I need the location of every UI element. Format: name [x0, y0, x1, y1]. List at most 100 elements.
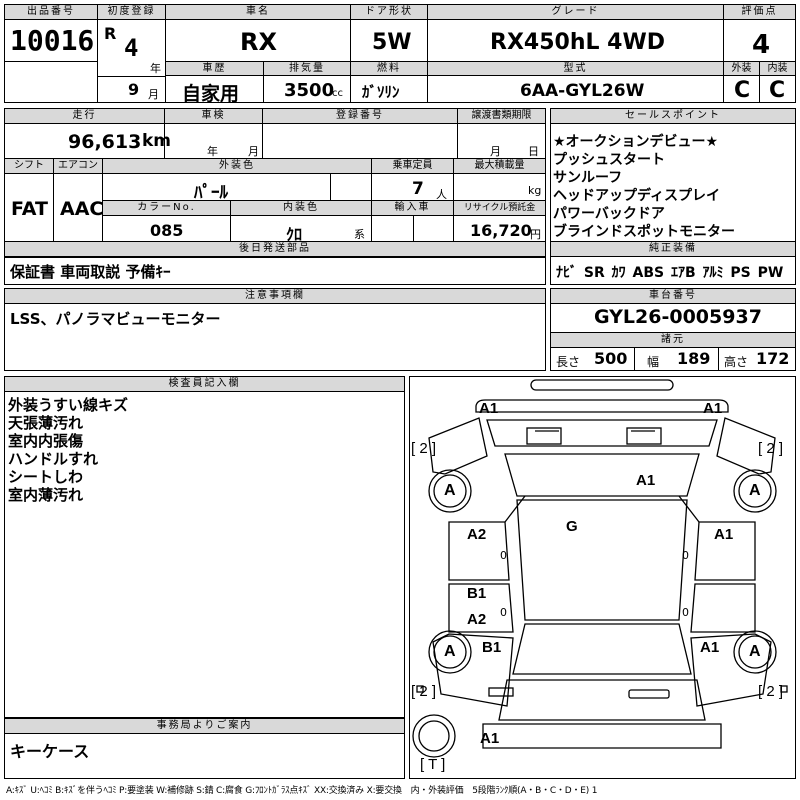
legend: A:ｷｽﾞ U:ﾍｺﾐ B:ｷｽﾞを伴うﾍｺﾐ P:要塗装 W:補修跡 S:錆 …: [6, 786, 598, 796]
capacity-unit: 人: [436, 188, 447, 201]
capacity: 7: [412, 179, 424, 199]
door-type: 5W: [372, 30, 412, 55]
sales-label: セールスポイント: [551, 109, 795, 124]
wheel-rr: A: [749, 643, 761, 660]
inspector-line: 外装うすい線キズ: [8, 396, 129, 414]
inspector-label: 検査員記入欄: [5, 377, 404, 392]
chassis-label: 車台番号: [551, 289, 795, 304]
lot-label: 出品番号: [5, 5, 97, 20]
equip-item: ﾅﾋﾞ: [556, 265, 577, 281]
sales-line: ★オークションデビュー★: [553, 134, 719, 150]
int-label: 内装: [760, 62, 795, 76]
wheel-fr: A: [749, 482, 761, 499]
transfer-day: 日: [528, 145, 539, 158]
displacement: 3500: [284, 80, 335, 101]
recycle: 16,720: [470, 221, 532, 240]
later-parts: 保証書 車両取説 予備ｷｰ: [10, 263, 171, 281]
car-diagram: [412, 379, 788, 758]
rear-right-mark: A1: [700, 639, 720, 656]
equip-item: SR: [583, 265, 605, 281]
shift: FAT: [11, 198, 48, 220]
int-grade: C: [769, 78, 786, 103]
height-label: 高さ: [724, 355, 749, 369]
score: 4: [752, 30, 771, 60]
equip-list: ﾅﾋﾞ SR ｶﾜ ABS ｴｱB ｱﾙﾐ PS PW: [556, 262, 783, 282]
era: R: [104, 24, 117, 43]
mileage: 96,613: [68, 131, 142, 153]
ac: AAC: [60, 198, 104, 220]
ext-color-label: 外装色: [103, 159, 371, 174]
inspector-block: [4, 376, 405, 718]
equip-item: ｶﾜ: [611, 265, 626, 281]
rear-left-mark: B1: [482, 639, 502, 656]
ac-label: エアコン: [54, 159, 102, 174]
int-color-label: 内装色: [231, 201, 371, 216]
ext-label: 外装: [724, 62, 759, 76]
score-label: 評価点: [724, 5, 795, 20]
reg-no-label: 登録番号: [263, 109, 457, 124]
notes-text: LSS、パノラマビューモニター: [10, 310, 221, 328]
header-block: [4, 4, 796, 103]
tire-fl: [ 2 ]: [411, 440, 437, 457]
name-label: 車名: [166, 5, 350, 20]
transfer-month: 月: [490, 145, 501, 158]
int-color-unit: 系: [354, 228, 365, 241]
mileage-unit: km: [142, 131, 172, 151]
equip-label: 純正装備: [551, 242, 795, 257]
zero-mark: 0: [682, 606, 689, 619]
height: 172: [756, 349, 790, 368]
equip-item: ｱﾙﾐ: [702, 265, 724, 281]
inspection-year: 年: [207, 145, 218, 158]
displacement-label: 排気量: [264, 62, 350, 76]
transfer-label: 譲渡書類期限: [458, 109, 545, 124]
reg-month: 9: [128, 80, 140, 99]
month-unit: 月: [148, 88, 159, 101]
door-rl-mark-2: A2: [467, 611, 487, 628]
sales-line: ブラインドスポットモニター: [553, 224, 735, 240]
wheel-rl: A: [444, 643, 456, 660]
rear-bumper-mark: A1: [480, 730, 500, 747]
tire-rl: [ 2 ]: [411, 683, 437, 700]
load-unit: kg: [528, 184, 542, 197]
grade-label: グレード: [428, 5, 723, 20]
load-label: 最大積載量: [454, 159, 545, 174]
chassis-number: GYL26-0005937: [594, 306, 762, 328]
mileage-label: 走行: [5, 109, 164, 124]
length-label: 長さ: [556, 355, 581, 369]
door-label: ドア形状: [351, 5, 427, 20]
door-rl-mark-1: B1: [467, 585, 487, 602]
equip-item: PS: [730, 265, 751, 281]
spec-label: 諸元: [551, 333, 795, 348]
door-fl-mark: A2: [467, 526, 487, 543]
inspector-line: 室内内張傷: [8, 432, 84, 450]
door-fr-mark: A1: [714, 526, 734, 543]
color-no: 085: [150, 221, 184, 240]
year-unit: 年: [150, 62, 161, 75]
history-label: 車歴: [166, 62, 263, 76]
history: 自家用: [182, 83, 240, 105]
length: 500: [594, 349, 628, 368]
inspector-line: 天張薄汚れ: [8, 414, 84, 432]
notes-label: 注意事項欄: [5, 289, 545, 304]
inspection-month: 月: [248, 145, 259, 158]
lot-number: 10016: [10, 24, 95, 57]
ext-grade: C: [734, 78, 751, 103]
later-label: 後日発送部品: [5, 242, 545, 257]
inspector-line: ハンドルすれ: [8, 450, 99, 468]
chassis-block: [550, 288, 796, 371]
import-label: 輸入車: [372, 201, 453, 216]
equip-item: ｴｱB: [670, 265, 696, 281]
width-label: 幅: [647, 355, 660, 369]
grade: RX450hL 4WD: [490, 30, 666, 55]
int-color: ｸﾛ: [286, 225, 303, 244]
tire-rr: [ 2 ]: [758, 683, 784, 700]
zero-mark: 0: [500, 606, 507, 619]
front-right-mark: A1: [703, 400, 723, 417]
first-reg-label: 初度登録: [98, 5, 165, 20]
car-diagram-frame: [409, 376, 796, 779]
front-left-mark: A1: [479, 400, 499, 417]
ext-color: ﾊﾟｰﾙ: [194, 183, 228, 203]
center-mark: G: [566, 518, 578, 535]
color-no-label: カラーNo.: [103, 201, 230, 216]
inspection-label: 車検: [165, 109, 262, 124]
